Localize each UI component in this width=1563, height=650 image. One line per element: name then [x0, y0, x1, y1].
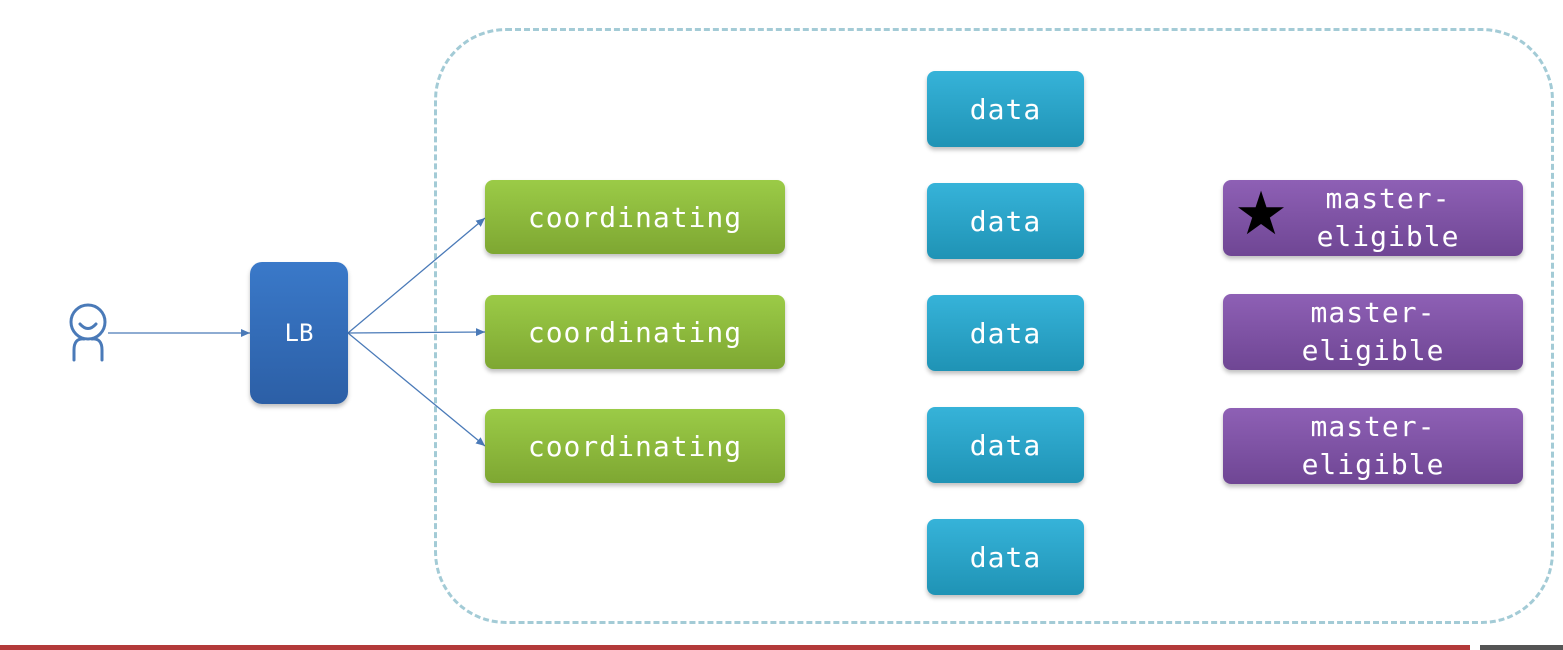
- coordinating-node-2: coordinating: [485, 295, 785, 369]
- data-node-1: data: [927, 71, 1084, 147]
- arrow-lb-to-coordinating-1: [347, 217, 486, 334]
- data-node-5: data: [927, 519, 1084, 595]
- data-node-2: data: [927, 183, 1084, 259]
- master-eligible-node-2: master- eligible: [1223, 294, 1523, 370]
- bottom-accent-bar: [0, 645, 1470, 650]
- star-icon: ★: [1234, 179, 1288, 249]
- user-icon: [69, 303, 107, 362]
- data-node-3: data: [927, 295, 1084, 371]
- master-eligible-node-1: master- eligible: [1223, 180, 1523, 256]
- coordinating-node-3: coordinating: [485, 409, 785, 483]
- coordinating-node-1: coordinating: [485, 180, 785, 254]
- arrow-lb-to-coordinating-3: [347, 332, 486, 447]
- arrow-lb-to-coordinating-2: [347, 328, 486, 337]
- load-balancer-node: LB: [250, 262, 348, 404]
- cluster-boundary: [434, 28, 1554, 624]
- bottom-corner-bar: [1480, 645, 1563, 650]
- data-node-4: data: [927, 407, 1084, 483]
- master-eligible-node-3: master- eligible: [1223, 408, 1523, 484]
